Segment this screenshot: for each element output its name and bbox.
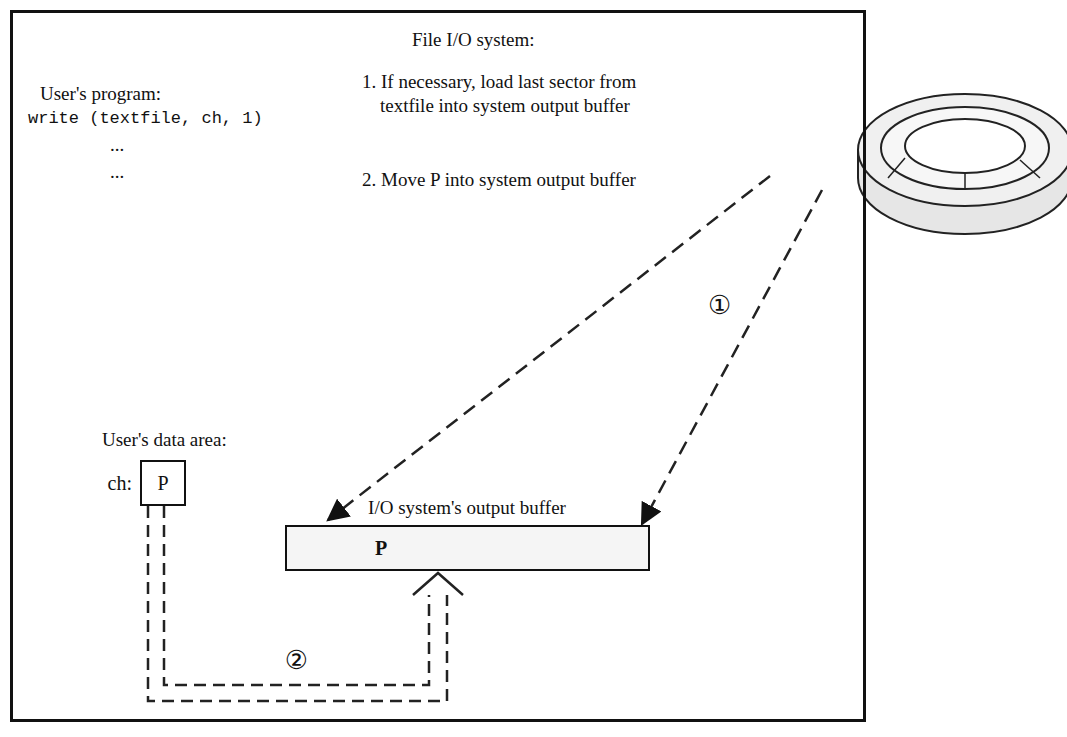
buffer-char: P	[375, 537, 387, 560]
variable-name: ch:	[108, 472, 132, 495]
callout-number: ②	[285, 645, 308, 675]
callout-number: ①	[708, 290, 731, 320]
variable-value: P	[157, 472, 168, 495]
step-text: 2. Move P into system output buffer	[362, 168, 645, 192]
program-heading: User's program:	[40, 82, 161, 106]
ellipsis: ...	[110, 160, 124, 184]
area-heading: User's data area:	[102, 428, 227, 452]
variable-box: ch:P	[140, 460, 186, 506]
system-frame: ch:PI/O system's output bufferPUser's pr…	[10, 10, 866, 722]
system-heading: File I/O system:	[412, 28, 534, 52]
sector-load-arrows	[328, 176, 822, 524]
buffer-box: I/O system's output bufferP	[285, 525, 650, 571]
buffer-heading: I/O system's output buffer	[367, 497, 567, 519]
ellipsis: ...	[110, 133, 124, 157]
code-line: write (textfile, ch, 1)	[28, 108, 263, 129]
disk	[858, 94, 1067, 234]
step-text: 1. If necessary, load last sector from t…	[362, 70, 645, 118]
